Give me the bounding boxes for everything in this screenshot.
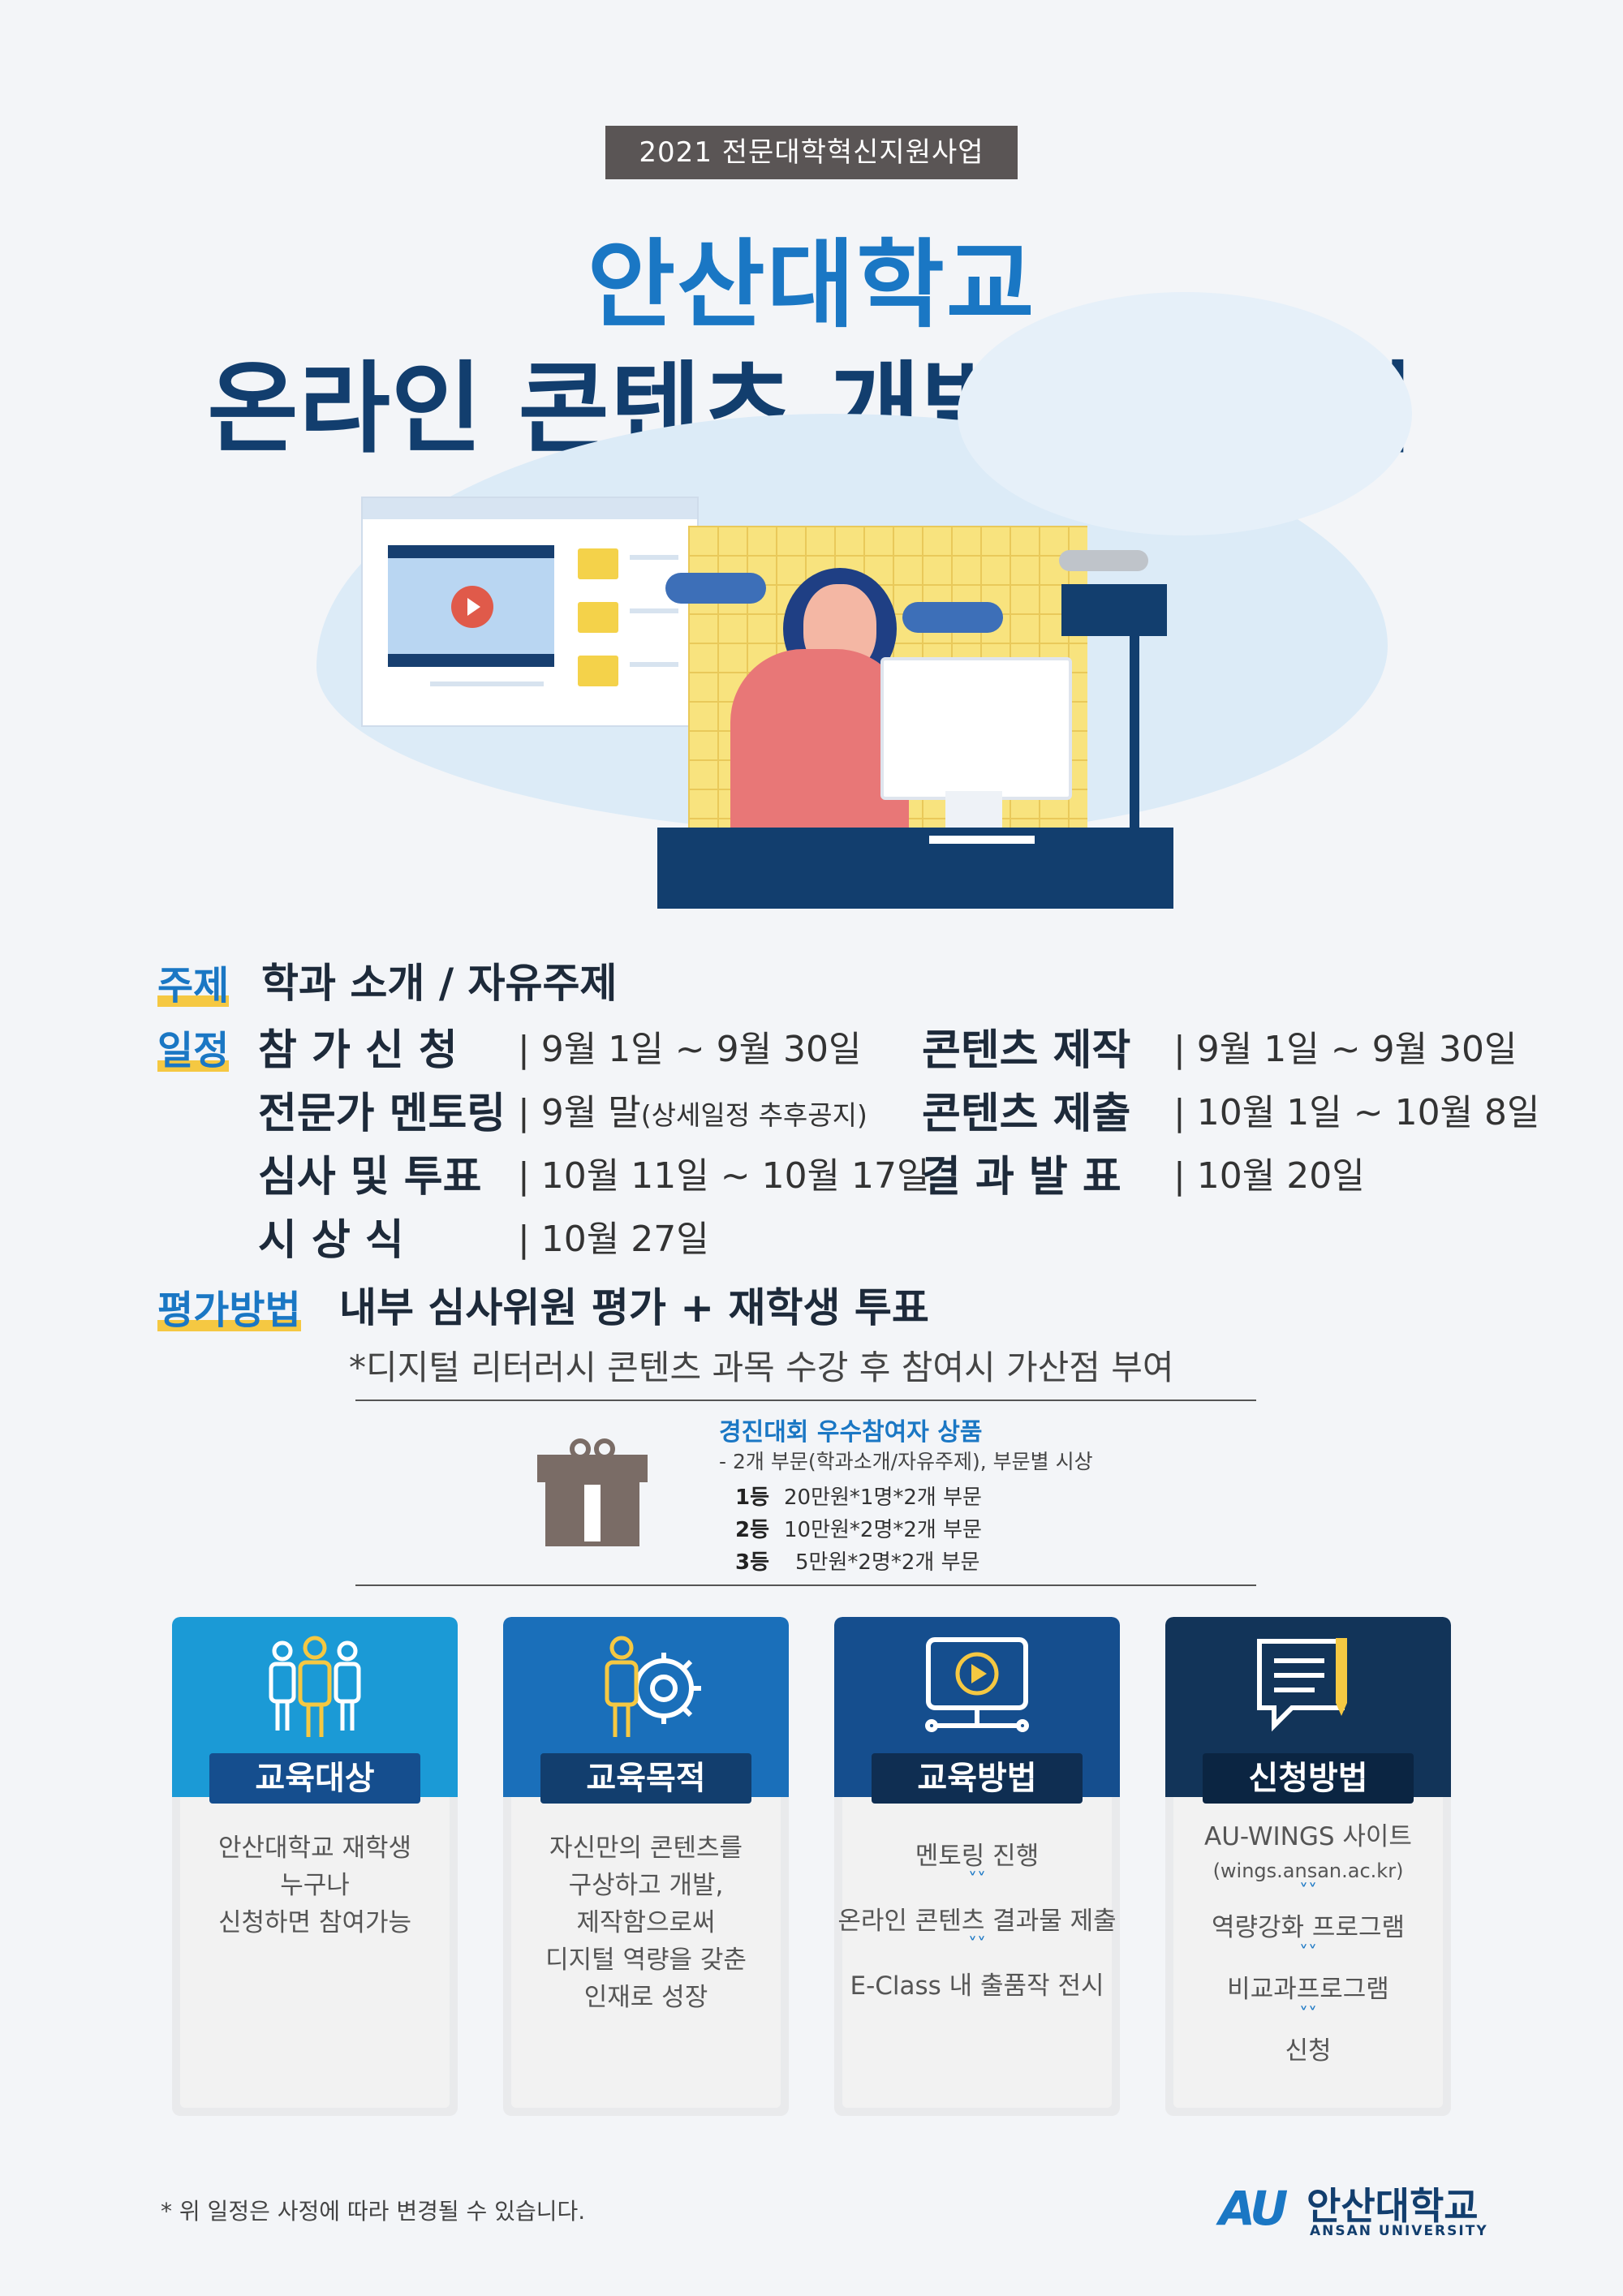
- prize-rank: 3등: [735, 1550, 770, 1575]
- people-icon: [269, 1636, 361, 1737]
- schedule-date-note: (상세일정 추후공지): [640, 1099, 867, 1131]
- hero-illustration: [0, 0, 1623, 917]
- card-text: E-Class 내 출품작 전시: [850, 1971, 1104, 2001]
- monitor-stand: [945, 791, 1002, 832]
- divider: [355, 1584, 1256, 1586]
- evaluation-value: 내부 심사위원 평가 + 재학생 투표: [339, 1284, 929, 1331]
- gift-ribbon: [584, 1485, 601, 1541]
- info-card-application: 신청방법 AU-WINGS 사이트 (wings.ansan.ac.kr) ˅˅…: [1165, 1617, 1451, 2116]
- card-text: 비교과프로그램: [1227, 1975, 1389, 2004]
- prize-detail: 20만원*1명*2개 부문: [784, 1486, 982, 1510]
- info-card-target: 교육대상 안산대학교 재학생 누구나 신청하면 참여가능: [172, 1617, 458, 2116]
- browser-bar: [363, 498, 697, 519]
- schedule-name: 시 상 식: [258, 1216, 404, 1265]
- logo-english: ANSAN UNIVERSITY: [1310, 2223, 1488, 2239]
- card-body: [1173, 1797, 1443, 2108]
- person-body: [730, 649, 909, 836]
- chevron-down-icon: ˅˅: [1299, 2005, 1317, 2025]
- topic-value: 학과 소개 / 자유주제: [261, 960, 618, 1007]
- prize-title: 경진대회 우수참여자 상품: [719, 1418, 983, 1447]
- text-line: [630, 608, 678, 613]
- chevron-down-icon: ˅˅: [1299, 1943, 1317, 1963]
- card-text: (wings.ansan.ac.kr): [1212, 1860, 1404, 1882]
- card-text: 누구나: [280, 1871, 350, 1900]
- card-text: 인재로 성장: [583, 1983, 708, 2012]
- card-text: 디지털 역량을 갖춘: [545, 1946, 747, 1975]
- schedule-date-main: | 9월 말: [518, 1092, 641, 1133]
- speech-bubble-icon: [902, 602, 1003, 633]
- desk-slot: [929, 836, 1035, 844]
- divider: [355, 1400, 1256, 1401]
- background-blob: [958, 292, 1412, 535]
- text-line: [630, 555, 678, 560]
- text-line: [630, 662, 678, 667]
- speech-bubble-icon: [665, 573, 766, 604]
- prize-rank: 1등: [735, 1486, 770, 1510]
- prize-detail: 10만원*2명*2개 부문: [784, 1518, 982, 1542]
- card-tag: 교육목적: [540, 1753, 751, 1804]
- schedule-date: | 10월 1일 ~ 10월 8일: [1173, 1092, 1540, 1133]
- schedule-name: 결 과 발 표: [922, 1153, 1121, 1202]
- monitor-play-icon: [925, 1637, 1029, 1732]
- card-body: [511, 1797, 781, 2108]
- schedule-name: 콘텐츠 제출: [922, 1090, 1131, 1138]
- evaluation-note: *디지털 리터러시 콘텐츠 과목 수강 후 참여시 가산점 부여: [349, 1348, 1174, 1387]
- folder-icon: [578, 548, 618, 579]
- text-line: [430, 681, 544, 686]
- prize-rank: 2등: [735, 1518, 770, 1542]
- info-card-method: 교육방법 멘토링 진행 ˅˅ 온라인 콘텐츠 결과물 제출 ˅˅ E-Class…: [834, 1617, 1120, 2116]
- desk-illustration: [657, 828, 1173, 909]
- card-body: [180, 1797, 450, 2108]
- card-text: 역량강화 프로그램: [1211, 1913, 1405, 1942]
- prize-detail: 5만원*2명*2개 부문: [795, 1550, 980, 1575]
- camera-pole: [1130, 617, 1139, 832]
- topic-label: 주제: [157, 953, 230, 1010]
- schedule-name: 전문가 멘토링: [258, 1090, 506, 1138]
- logo-mark: AU: [1219, 2181, 1288, 2236]
- card-text: 자신만의 콘텐츠를: [549, 1834, 743, 1863]
- card-body: [842, 1797, 1112, 2108]
- card-text: 구상하고 개발,: [568, 1871, 724, 1900]
- schedule-date: | 10월 27일: [518, 1219, 709, 1260]
- camera-icon: [1061, 584, 1167, 636]
- schedule-name: 심사 및 투표: [258, 1153, 482, 1202]
- card-text: 제작함으로써: [576, 1908, 716, 1937]
- card-text: 신청하면 참여가능: [217, 1908, 411, 1937]
- card-tag: 교육방법: [872, 1753, 1083, 1804]
- monitor-illustration: [880, 657, 1072, 800]
- schedule-date: | 9월 1일 ~ 9월 30일: [518, 1029, 862, 1070]
- program-badge: 2021 전문대학혁신지원사업: [605, 126, 1018, 179]
- light-icon: [1059, 550, 1148, 571]
- schedule-date: | 9월 1일 ~ 9월 30일: [1173, 1029, 1518, 1070]
- card-tag: 교육대상: [209, 1753, 420, 1804]
- card-text: 온라인 콘텐츠 결과물 제출: [837, 1907, 1117, 1936]
- schedule-label: 일정: [157, 1018, 230, 1075]
- prize-subtitle: - 2개 부문(학과소개/자유주제), 부문별 시상: [719, 1450, 1093, 1473]
- schedule-name: 콘텐츠 제작: [922, 1026, 1131, 1075]
- schedule-name: 참 가 신 청: [258, 1026, 458, 1075]
- play-icon: [451, 586, 493, 628]
- folder-icon: [578, 656, 618, 686]
- card-text: 신청: [1285, 2036, 1332, 2066]
- chevron-down-icon: ˅˅: [968, 1870, 986, 1890]
- document-pencil-icon: [1257, 1638, 1347, 1732]
- footer-note: * 위 일정은 사정에 따라 변경될 수 있습니다.: [161, 2198, 586, 2225]
- logo-name: 안산대학교: [1307, 2184, 1479, 2228]
- chevron-down-icon: ˅˅: [1299, 1881, 1317, 1902]
- schedule-date: | 10월 11일 ~ 10월 17일: [518, 1155, 930, 1197]
- chevron-down-icon: ˅˅: [968, 1935, 986, 1955]
- info-card-purpose: 교육목적 자신만의 콘텐츠를 구상하고 개발, 제작함으로써 디지털 역량을 갖…: [503, 1617, 789, 2116]
- person-gear-icon: [605, 1636, 701, 1737]
- evaluation-label: 평가방법: [157, 1278, 301, 1335]
- schedule-date: | 9월 말(상세일정 추후공지): [518, 1083, 867, 1135]
- card-text: AU-WINGS 사이트: [1204, 1822, 1412, 1851]
- title-university: 안산대학교: [587, 229, 1036, 341]
- folder-icon: [578, 602, 618, 633]
- card-tag: 신청방법: [1203, 1753, 1414, 1804]
- schedule-date: | 10월 20일: [1173, 1155, 1365, 1197]
- card-text: 안산대학교 재학생: [217, 1834, 411, 1863]
- card-text: 멘토링 진행: [915, 1842, 1040, 1871]
